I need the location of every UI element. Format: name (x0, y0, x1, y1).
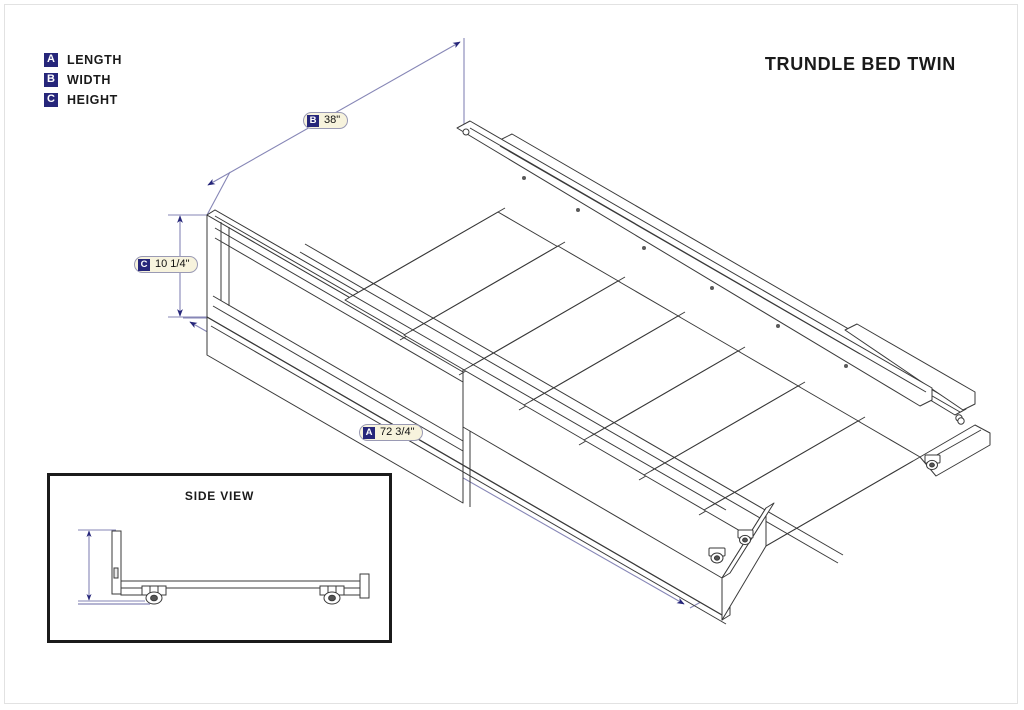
badge-b-icon: B (44, 72, 58, 87)
callout-badge-c-icon: C (138, 258, 150, 271)
side-view-footboard (359, 573, 370, 599)
caster-wheel-rear-right (924, 454, 941, 471)
caster-wheels (708, 454, 941, 564)
side-view-left-bracket (113, 567, 119, 579)
page-title: TRUNDLE BED TWIN (764, 54, 956, 74)
callout-length: A 72 3/4" (359, 424, 423, 441)
side-view-headboard (111, 530, 122, 595)
hardware-holes (522, 176, 848, 368)
legend-label-width: WIDTH (67, 72, 111, 87)
legend-item-width: B WIDTH (44, 72, 122, 87)
caster-wheel-front-left (708, 547, 726, 564)
callout-value-height: 10 1/4" (155, 258, 190, 270)
badge-a-icon: A (44, 52, 58, 67)
legend-label-length: LENGTH (67, 52, 122, 67)
side-view-drawing (78, 529, 370, 605)
legend-item-length: A LENGTH (44, 52, 122, 67)
deck-surface-edges (214, 145, 861, 511)
side-view-left-foot (120, 587, 144, 596)
front-side-rail (206, 316, 727, 625)
callout-badge-a-icon: A (363, 426, 375, 439)
callout-value-length: 72 3/4" (380, 426, 415, 438)
caster-wheel-front-right (737, 529, 754, 546)
callout-badge-b-icon: B (307, 114, 319, 127)
side-view-dimension-height (78, 529, 145, 602)
badge-c-icon: C (44, 92, 58, 107)
callout-height: C 10 1/4" (134, 256, 198, 273)
legend-label-height: HEIGHT (67, 92, 118, 107)
side-view-caster-wheels (141, 585, 345, 605)
side-view-caster-right (319, 585, 345, 605)
dimension-legend: A LENGTH B WIDTH C HEIGHT (44, 52, 122, 107)
legend-item-height: C HEIGHT (44, 92, 122, 107)
side-view-title: SIDE VIEW (184, 489, 255, 503)
callout-value-width: 38" (324, 114, 341, 126)
bed-frame-linework (206, 120, 991, 625)
center-support-rail (299, 243, 844, 564)
side-view-panel: SIDE VIEW (47, 473, 392, 643)
bed-slats (344, 207, 921, 551)
side-view-frame-linework (111, 530, 370, 599)
callout-width: B 38" (303, 112, 349, 129)
side-view-caster-left (141, 585, 167, 605)
